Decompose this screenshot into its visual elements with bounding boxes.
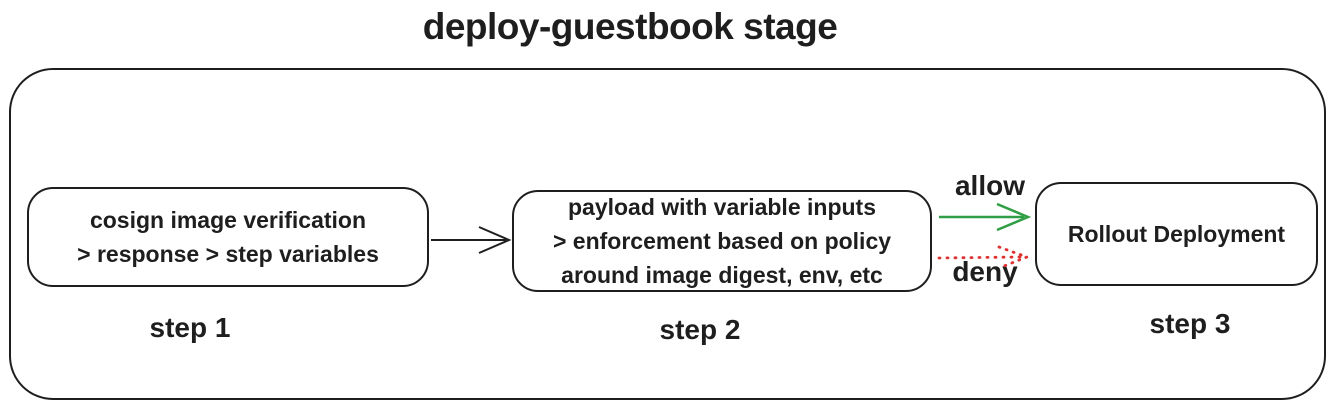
step1-node: cosign image verification > response > s… — [27, 187, 429, 287]
diagram-title: deploy-guestbook stage — [422, 6, 838, 47]
step1-line-2: > response > step variables — [77, 241, 379, 267]
step3-label: step 3 — [1149, 308, 1231, 339]
step2-node: payload with variable inputs > enforceme… — [512, 190, 932, 292]
step2-line-1: payload with variable inputs — [567, 194, 876, 220]
stage-container — [9, 68, 1326, 400]
step1-label: step 1 — [149, 312, 231, 343]
step1-line-1: cosign image verification — [89, 207, 367, 233]
step2-line-2: > enforcement based on policy — [552, 228, 892, 254]
allow-label: allow — [954, 170, 1025, 201]
step3-node: Rollout Deployment — [1035, 182, 1318, 286]
step3-line-1: Rollout Deployment — [1067, 221, 1286, 247]
step2-label: step 2 — [659, 314, 741, 345]
step2-line-3: around image digest, env, etc — [561, 262, 883, 288]
deny-label: deny — [952, 256, 1018, 287]
